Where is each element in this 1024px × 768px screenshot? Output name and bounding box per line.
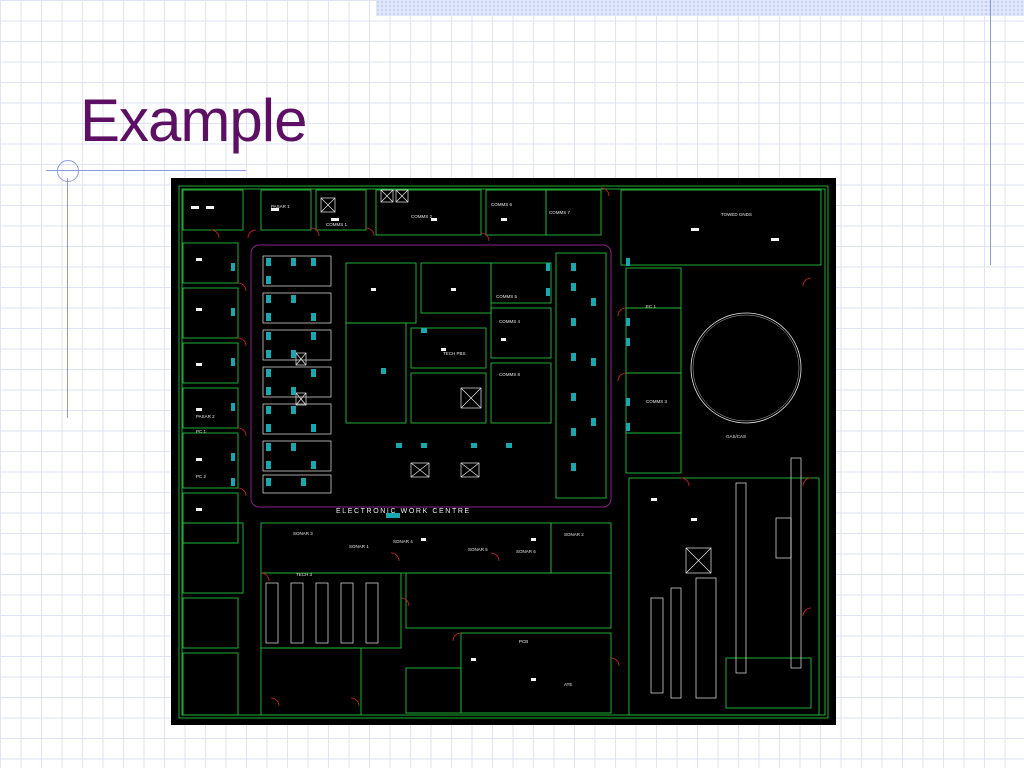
room-label-tech-3: TECH 3 (296, 572, 313, 577)
decorative-rule-left (67, 178, 68, 418)
room-label-comms-2: COMMS 2 (411, 214, 432, 219)
room-label-gas-cas: GAS/CAS (726, 434, 746, 439)
label-electronic-work-centre: ELECTRONIC WORK CENTRE (336, 508, 471, 515)
room-label-pasar-2: PASAR 2 (196, 414, 215, 419)
decorative-rule-right (990, 0, 991, 265)
room-label-sonar-6: SONAR 6 (516, 549, 536, 554)
room-label-sonar-2: SONAR 2 (564, 532, 584, 537)
room-label-sonar-3: SONAR 3 (293, 531, 313, 536)
room-label-sonar-4: SONAR 4 (393, 539, 413, 544)
room-label-comms-3: COMMS 3 (646, 399, 667, 404)
room-label-ate: ATE (564, 682, 572, 687)
room-label-pc-1: PC 1 (196, 429, 207, 434)
room-label-comms-8: COMMS 8 (499, 372, 520, 377)
title-underline (46, 170, 246, 171)
room-label-pc-2: PC 2 (196, 474, 207, 479)
room-label-comms-1: COMMS 1 (326, 222, 347, 227)
title-ornament (57, 160, 79, 182)
room-label-tech-pbs: TECH PBS (443, 351, 466, 356)
room-label-comms-5: COMMS 5 (496, 294, 517, 299)
header-band (376, 0, 1024, 16)
floor-plan: ELECTRONIC WORK CENTRE PASAR 1 PASAR 2 C… (171, 178, 836, 725)
room-label-ec-1: EC 1 (646, 304, 657, 309)
room-label-pasar-1: PASAR 1 (271, 204, 290, 209)
room-label-pcb: PCB (519, 639, 528, 644)
room-label-sonar-1: SONAR 1 (349, 544, 369, 549)
floor-plan-drawing: ELECTRONIC WORK CENTRE PASAR 1 PASAR 2 C… (178, 185, 829, 719)
room-label-comms-7: COMMS 7 (549, 210, 570, 215)
room-label-comms-6: COMMS 6 (491, 202, 512, 207)
slide-title: Example (80, 87, 307, 154)
room-label-comms-4: COMMS 4 (499, 319, 520, 324)
room-label-sonar-5: SONAR 5 (468, 547, 488, 552)
room-label-towed-gnds: TOWED GNDS (721, 212, 752, 217)
